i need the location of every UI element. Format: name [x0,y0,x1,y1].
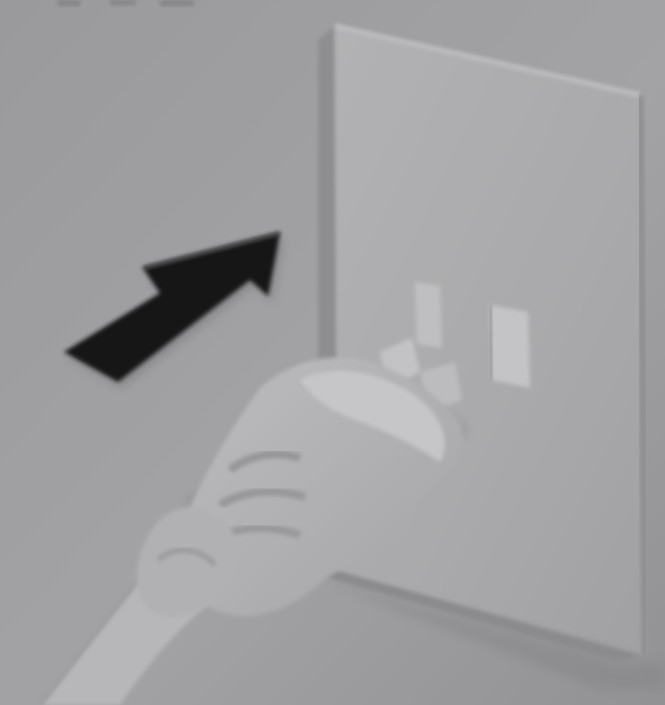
outlet-slot-left [415,282,442,348]
outlet-slot-right [490,305,530,388]
